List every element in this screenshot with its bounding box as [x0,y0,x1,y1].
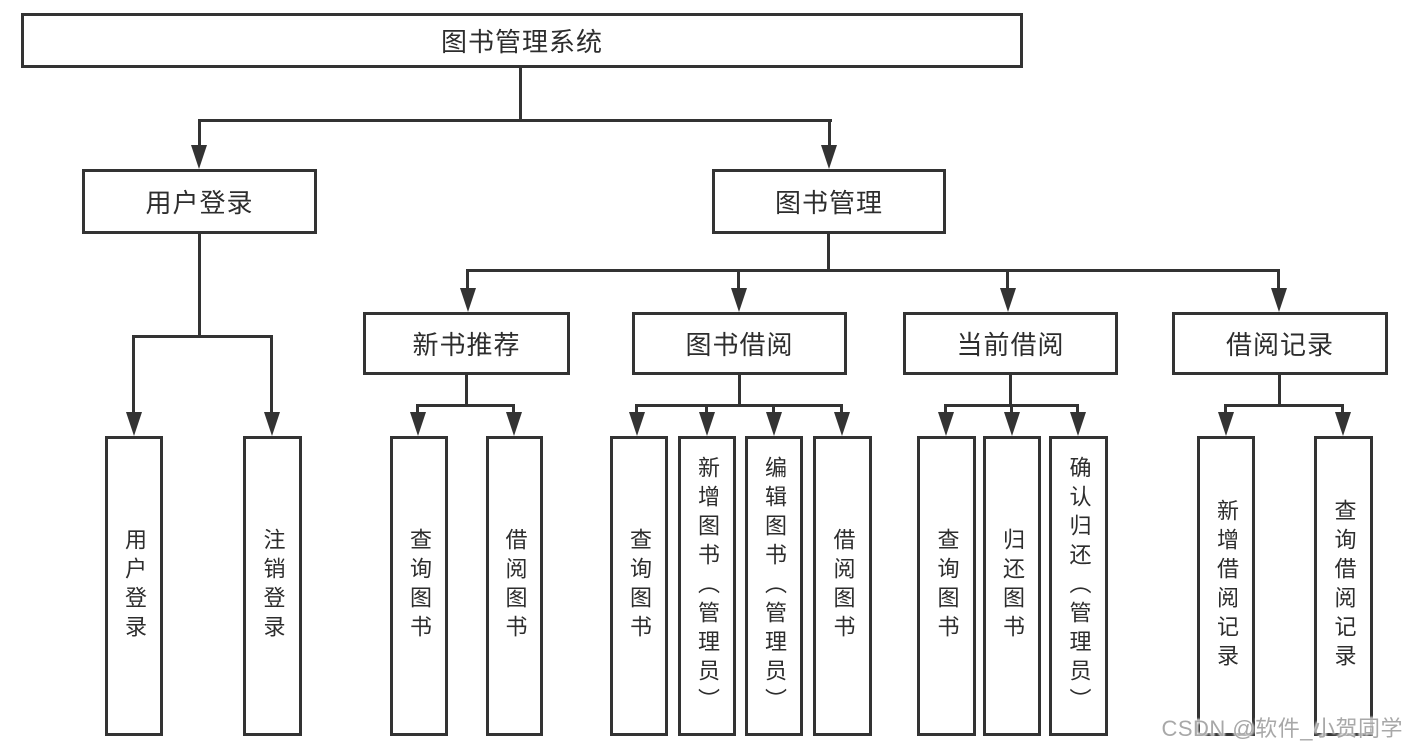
arrow-down-icon [126,412,142,436]
arrow-down-icon [191,145,207,169]
connector-line [1010,404,1013,413]
leaf-query-books-2: 查询图书 [610,436,668,736]
connector-line [198,119,201,146]
connector-line [466,269,1280,272]
leaf-query-books-1-label: 查询图书 [407,528,432,644]
connector-line [519,68,522,121]
leaf-borrow-books-1: 借阅图书 [486,436,543,736]
leaf-return-books-label: 归还图书 [1000,528,1025,644]
connector-line [635,404,843,407]
leaf-query-borrow-record-label: 查询借阅记录 [1331,499,1357,673]
connector-line [132,335,135,413]
arrow-down-icon [821,145,837,169]
leaf-return-books: 归还图书 [983,436,1041,736]
arrow-down-icon [1070,412,1086,436]
leaf-user-login-label: 用户登录 [122,528,147,644]
leaf-confirm-return-admin-label: 确认归还（管理员） [1066,455,1092,717]
node-new-book-recommend-label: 新书推荐 [412,330,521,360]
arrow-down-icon [1004,412,1020,436]
leaf-query-books-2-label: 查询图书 [627,528,652,644]
node-root-label: 图书管理系统 [440,27,603,57]
arrow-down-icon [629,412,645,436]
leaf-edit-books-admin: 编辑图书（管理员） [745,436,803,736]
node-user-login-label: 用户登录 [145,188,254,218]
arrow-down-icon [1335,412,1351,436]
connector-line [827,234,830,271]
connector-line [416,404,419,413]
node-current-borrow-label: 当前借阅 [956,330,1065,360]
connector-line [944,404,947,413]
node-book-management: 图书管理 [712,169,946,234]
connector-line [1006,269,1009,288]
leaf-logout: 注销登录 [243,436,302,736]
leaf-edit-books-admin-label: 编辑图书（管理员） [762,455,787,717]
leaf-add-borrow-record-label: 新增借阅记录 [1214,499,1239,673]
node-user-login: 用户登录 [82,169,317,234]
connector-line [465,374,468,407]
connector-line [198,119,832,122]
leaf-query-borrow-record: 查询借阅记录 [1314,436,1373,736]
connector-line [737,269,740,288]
arrow-down-icon [506,412,522,436]
connector-line [512,404,515,413]
leaf-add-borrow-record: 新增借阅记录 [1197,436,1255,736]
leaf-confirm-return-admin: 确认归还（管理员） [1049,436,1108,736]
connector-line [270,335,273,413]
arrow-down-icon [834,412,850,436]
connector-line [705,404,708,413]
arrow-down-icon [410,412,426,436]
leaf-logout-label: 注销登录 [260,528,286,644]
connector-line [1224,404,1343,407]
leaf-user-login: 用户登录 [105,436,163,736]
leaf-add-books-admin: 新增图书（管理员） [678,436,736,736]
node-new-book-recommend: 新书推荐 [363,312,570,375]
connector-line [1224,404,1227,413]
leaf-query-books-3-label: 查询图书 [934,528,960,644]
leaf-add-books-admin-label: 新增图书（管理员） [695,455,720,717]
node-current-borrow: 当前借阅 [903,312,1118,375]
connector-line [1277,269,1280,288]
leaf-borrow-books-1-label: 借阅图书 [502,528,528,644]
leaf-borrow-books-2: 借阅图书 [813,436,872,736]
node-book-borrow-label: 图书借阅 [685,330,794,360]
connector-line [840,404,843,413]
connector-line [1076,404,1079,413]
arrow-down-icon [1271,288,1287,312]
connector-line [466,269,469,288]
arrow-down-icon [1218,412,1234,436]
arrow-down-icon [699,412,715,436]
node-borrow-records-label: 借阅记录 [1225,330,1334,360]
connector-line [198,233,201,337]
arrow-down-icon [1000,288,1016,312]
leaf-query-books-3: 查询图书 [917,436,976,736]
node-borrow-records: 借阅记录 [1172,312,1388,375]
node-root: 图书管理系统 [21,13,1023,68]
connector-line [132,335,273,338]
arrow-down-icon [938,412,954,436]
connector-line [828,119,831,146]
watermark: CSDN @软件_小贺同学 [1161,716,1403,741]
connector-line [416,404,515,407]
connector-line [1009,374,1012,407]
connector-line [1278,374,1281,407]
arrow-down-icon [766,412,782,436]
leaf-query-books-1: 查询图书 [390,436,448,736]
node-book-borrow: 图书借阅 [632,312,847,375]
connector-line [738,374,741,407]
node-book-management-label: 图书管理 [774,188,883,218]
arrow-down-icon [460,288,476,312]
arrow-down-icon [264,412,280,436]
leaf-borrow-books-2-label: 借阅图书 [830,528,856,644]
connector-line [772,404,775,413]
connector-line [1341,404,1344,413]
arrow-down-icon [731,288,747,312]
connector-line [635,404,638,413]
